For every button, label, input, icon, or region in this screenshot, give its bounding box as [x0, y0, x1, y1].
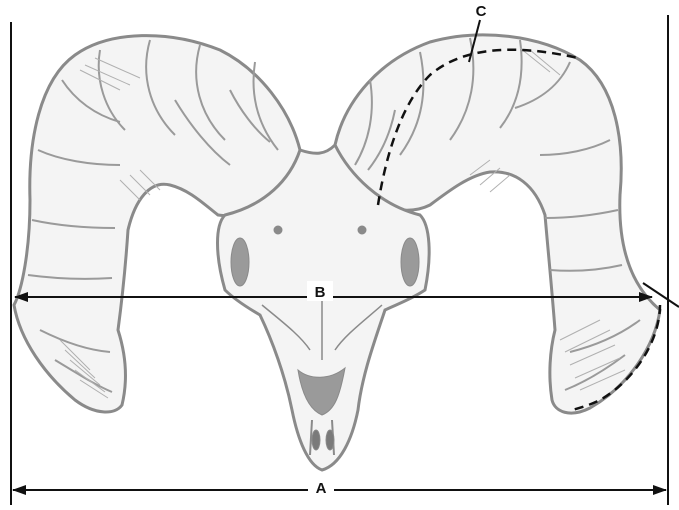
label-a: A: [316, 480, 327, 497]
label-c: C: [476, 3, 487, 20]
label-b: B: [315, 284, 326, 301]
